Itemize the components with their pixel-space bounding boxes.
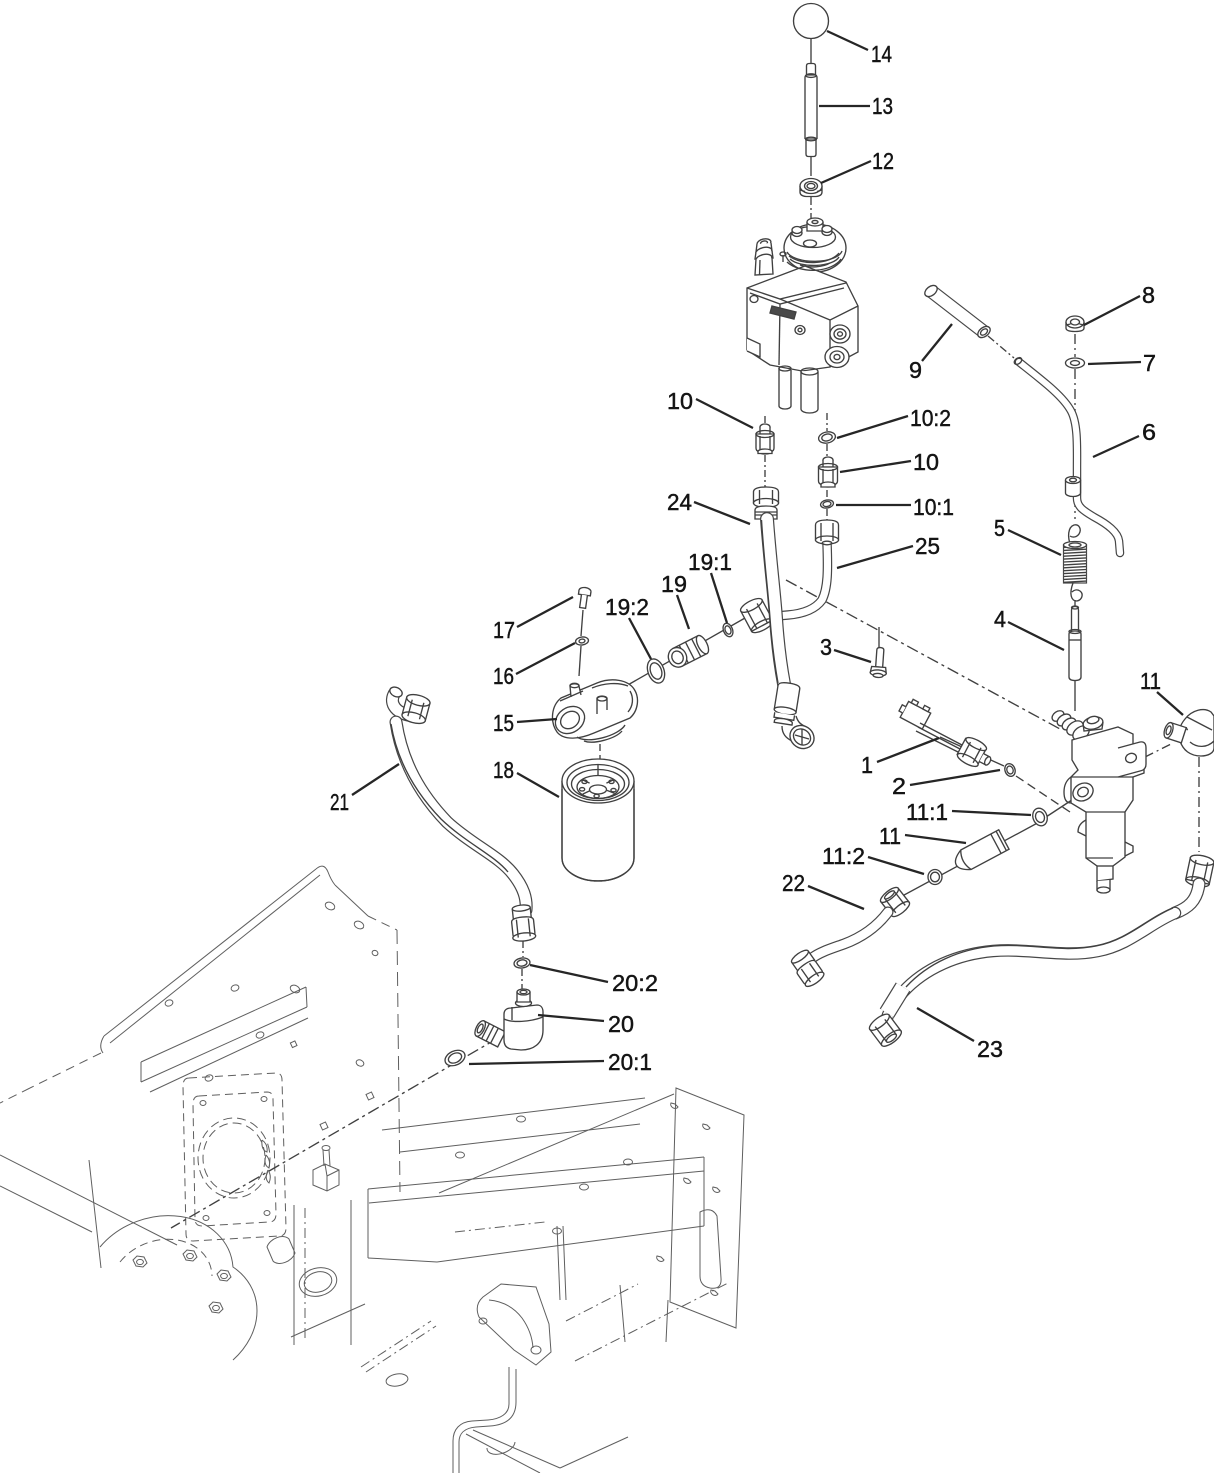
svg-text:11: 11 [879,823,901,849]
svg-text:20: 20 [608,1011,634,1037]
svg-text:5: 5 [994,515,1005,541]
svg-text:12: 12 [872,148,894,174]
svg-text:10:2: 10:2 [910,405,951,431]
svg-text:17: 17 [493,617,515,643]
svg-text:9: 9 [909,357,922,383]
svg-text:13: 13 [872,93,893,119]
svg-text:8: 8 [1142,282,1155,308]
svg-text:11:2: 11:2 [822,843,865,869]
svg-text:23: 23 [977,1036,1003,1062]
svg-text:3: 3 [820,634,832,660]
svg-text:4: 4 [994,606,1006,632]
svg-text:14: 14 [871,41,892,67]
svg-text:20:1: 20:1 [608,1049,652,1075]
svg-text:1: 1 [861,752,873,778]
svg-text:11:1: 11:1 [906,799,948,825]
svg-text:20:2: 20:2 [612,970,658,996]
svg-text:21: 21 [330,789,349,815]
svg-text:18: 18 [493,757,514,783]
svg-text:10: 10 [667,388,693,414]
svg-text:22: 22 [782,870,805,896]
svg-text:10:1: 10:1 [913,494,954,520]
svg-text:2: 2 [892,773,906,799]
svg-text:24: 24 [667,489,692,515]
svg-text:19:1: 19:1 [688,549,732,575]
svg-text:19: 19 [661,571,687,597]
svg-text:16: 16 [493,663,514,689]
svg-text:10: 10 [913,449,939,475]
svg-text:6: 6 [1142,419,1156,445]
svg-text:25: 25 [915,533,940,559]
svg-text:19:2: 19:2 [605,594,649,620]
svg-text:15: 15 [493,710,514,736]
svg-text:11: 11 [1140,668,1161,694]
svg-text:7: 7 [1143,350,1156,376]
